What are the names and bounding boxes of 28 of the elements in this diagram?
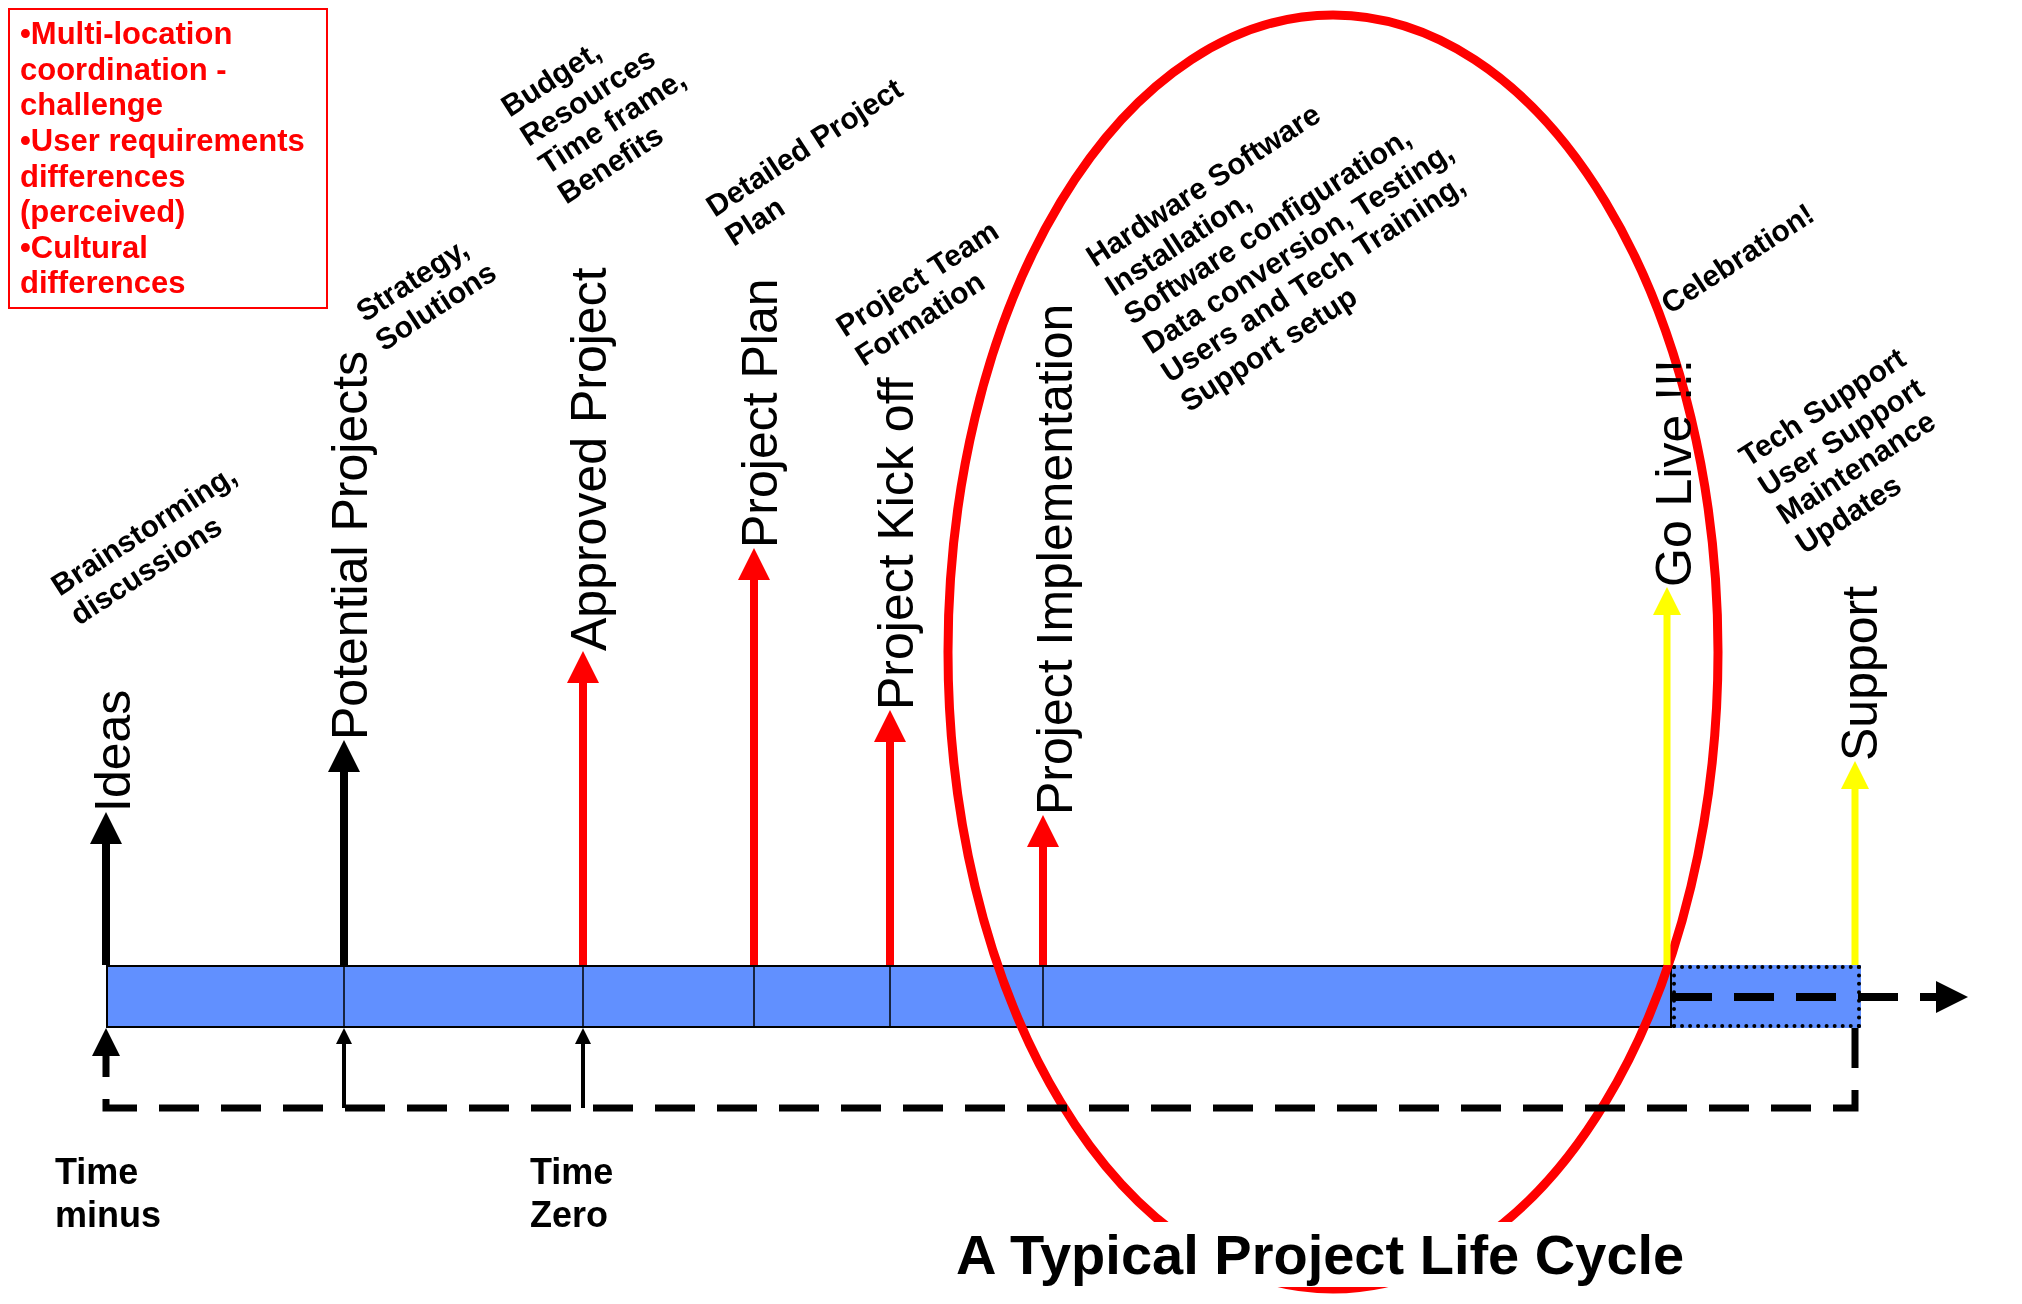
timeline-bar <box>106 965 1672 1028</box>
milestone-label: Potential Projects <box>322 350 378 740</box>
arrow <box>336 1028 352 1108</box>
callout-bullet: •Multi-location coordination - challenge <box>20 16 234 123</box>
milestone-label: Ideas <box>85 689 141 812</box>
arrow <box>1841 761 1869 965</box>
milestone-label: Project Kick off <box>868 377 924 710</box>
milestone-label: Project Plan <box>732 278 788 548</box>
arrow <box>567 651 599 965</box>
callout-bullet: •User requirements differences (perceived) <box>20 122 306 230</box>
callout-box <box>8 8 328 310</box>
arrow <box>738 548 770 965</box>
time-label: Time Zero <box>530 1150 615 1237</box>
arrow <box>1672 981 1968 1013</box>
arrow <box>92 1028 1859 1112</box>
dotted-extension-box <box>1672 965 1861 1028</box>
time-label: Time minus <box>55 1150 162 1237</box>
milestone-label: Support <box>1832 585 1888 761</box>
milestone-label: Project Implementation <box>1027 303 1083 815</box>
arrow <box>1653 587 1681 965</box>
milestone-label: Approved Project <box>561 267 617 651</box>
arrow <box>1027 815 1059 965</box>
arrow <box>575 1028 591 1108</box>
milestone-label: Go Live !!! <box>1646 359 1702 587</box>
arrow <box>90 812 122 965</box>
arrow <box>328 740 360 965</box>
arrow <box>874 710 906 965</box>
callout-bullet: •Cultural differences <box>20 229 187 302</box>
